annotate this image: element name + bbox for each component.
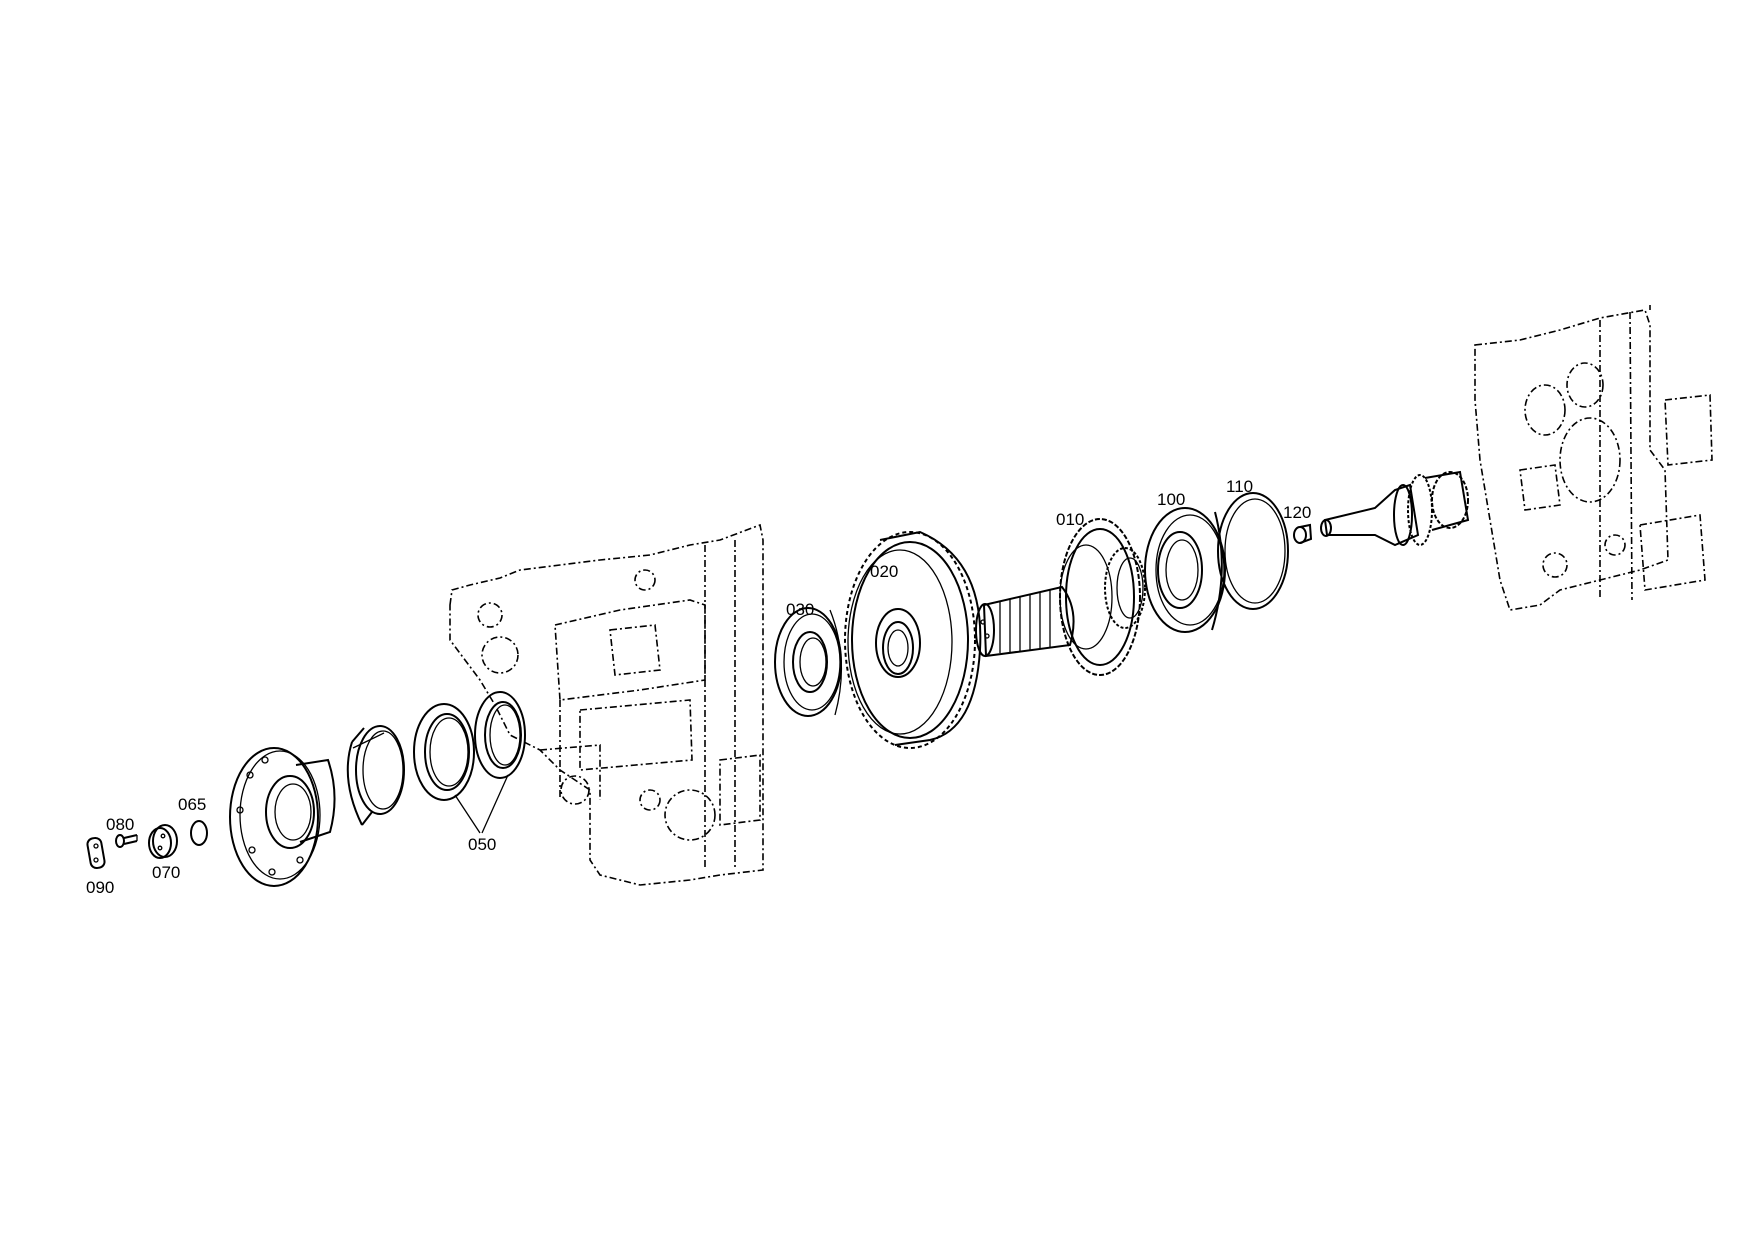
part-080-screw xyxy=(115,834,138,848)
part-sleeve xyxy=(346,725,405,826)
callout-030: 030 xyxy=(786,600,814,619)
callout-100: 100 xyxy=(1157,490,1185,509)
part-020-gear xyxy=(844,530,982,749)
part-050-seal-ring-1 xyxy=(413,703,475,801)
callout-065: 065 xyxy=(178,795,206,814)
housing-left xyxy=(449,523,764,886)
part-010-shaft xyxy=(975,518,1146,676)
callout-090: 090 xyxy=(86,878,114,897)
callout-070: 070 xyxy=(152,863,180,882)
housing-right xyxy=(1474,305,1713,611)
part-pinion-shaft xyxy=(1320,470,1470,547)
shaft-splines xyxy=(999,590,1051,653)
part-030-bearing xyxy=(774,607,843,717)
part-110-oring xyxy=(1217,492,1289,610)
part-065-oring xyxy=(190,820,208,846)
part-050-seal-ring-2 xyxy=(474,691,526,779)
part-090-plate xyxy=(86,836,106,870)
part-120-bushing xyxy=(1293,523,1313,544)
callout-050: 050 xyxy=(468,835,496,854)
part-070-cover xyxy=(148,824,178,859)
callout-080: 080 xyxy=(106,815,134,834)
callout-050-leaders xyxy=(454,774,509,834)
callout-020: 020 xyxy=(870,562,898,581)
callout-110: 110 xyxy=(1226,477,1253,496)
callout-010: 010 xyxy=(1056,510,1084,529)
part-100-bearing xyxy=(1144,507,1226,633)
part-flange xyxy=(229,747,336,887)
callout-120: 120 xyxy=(1283,503,1311,522)
